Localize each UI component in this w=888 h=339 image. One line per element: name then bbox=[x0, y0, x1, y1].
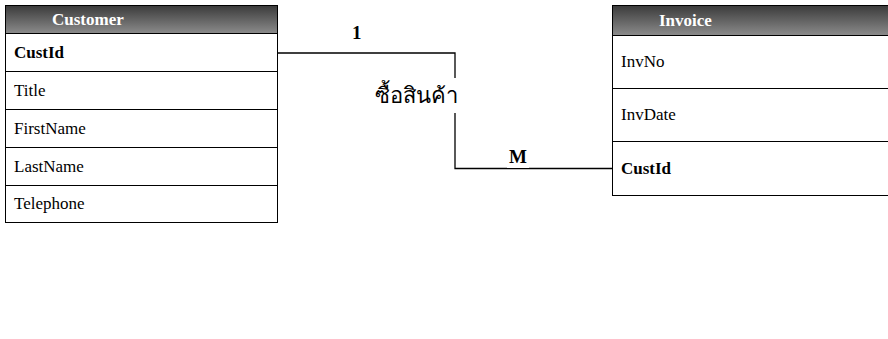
key-attribute: CustId bbox=[613, 159, 671, 179]
attribute-name: FirstName bbox=[6, 119, 86, 139]
attribute-row: CustId bbox=[613, 142, 888, 195]
key-attribute: CustId bbox=[6, 43, 64, 63]
relationship-line bbox=[277, 53, 613, 169]
attribute-row: FirstName bbox=[6, 110, 277, 148]
attribute-row: CustId bbox=[6, 34, 277, 72]
relationship-name: ซื้อสินค้า bbox=[372, 78, 461, 113]
attribute-row: InvDate bbox=[613, 89, 888, 142]
entity-name: Customer bbox=[52, 10, 124, 30]
attribute-row: Telephone bbox=[6, 186, 277, 222]
entity-table: CustomerCustIdTitleFirstNameLastNameTele… bbox=[5, 5, 278, 223]
attribute-name: InvDate bbox=[613, 105, 676, 125]
entity-name: Invoice bbox=[659, 11, 712, 31]
cardinality-label: 1 bbox=[350, 22, 364, 44]
attribute-name: Title bbox=[6, 81, 46, 101]
cardinality-label: M bbox=[507, 146, 529, 168]
table-header: Invoice bbox=[613, 6, 888, 36]
attribute-row: Title bbox=[6, 72, 277, 110]
table-header: Customer bbox=[6, 6, 277, 34]
attribute-row: InvNo bbox=[613, 36, 888, 89]
entity-table: InvoiceInvNoInvDateCustId bbox=[612, 5, 888, 196]
attribute-name: InvNo bbox=[613, 52, 664, 72]
attribute-name: Telephone bbox=[6, 194, 85, 214]
attribute-row: LastName bbox=[6, 148, 277, 186]
attribute-name: LastName bbox=[6, 157, 84, 177]
